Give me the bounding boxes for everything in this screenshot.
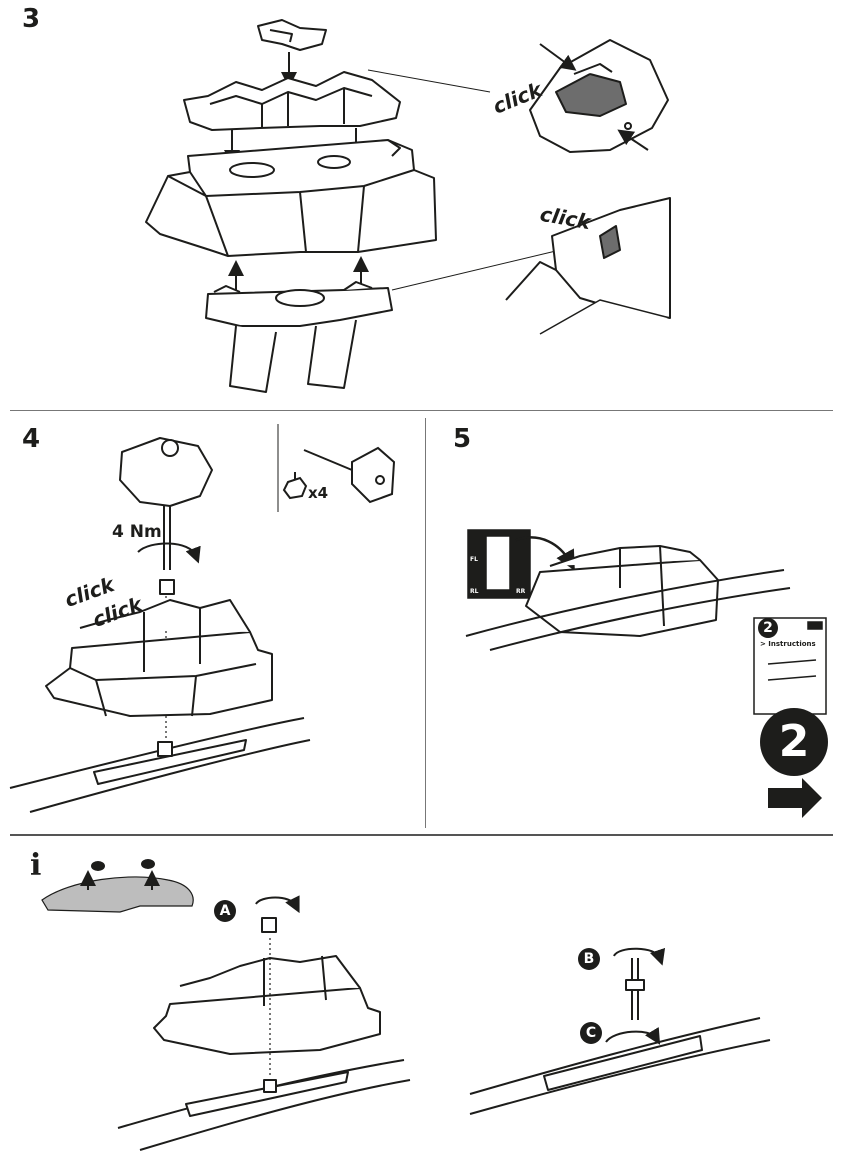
info-foot-on-rail (117, 895, 411, 1151)
foot-pad-part (205, 281, 393, 393)
step4-hex-key-icon (303, 446, 396, 504)
step5-fitkit-card (467, 529, 531, 599)
step-3-number: 3 (22, 4, 41, 34)
info-icon: i (30, 848, 42, 883)
step3-detail-top (529, 39, 669, 153)
callout-line-bottom (391, 249, 561, 291)
step4-torque-label: 4 Nm (112, 522, 162, 542)
divider-info-top (10, 834, 833, 836)
step5-reference-badge: 2 (760, 708, 828, 776)
foot-main-body (145, 139, 437, 257)
step5-foot-on-roof (465, 545, 791, 651)
upper-clamp-part (183, 71, 401, 131)
info-badge-a: A (214, 900, 236, 922)
step-5-number: 5 (453, 424, 472, 454)
info-roof-profile (41, 876, 194, 913)
step5-arrow (515, 536, 575, 571)
info-badge-b: B (578, 948, 600, 970)
step5-fitkit-label-fl: FL (470, 556, 478, 563)
step5-booklet-number: 2 (758, 618, 778, 638)
info-fixpoint-markers (80, 859, 160, 890)
lock-cylinder-part (257, 19, 327, 51)
step4-torque-tool (119, 437, 213, 742)
step5-booklet-title: > Instructions (760, 640, 816, 648)
info-rail-detail (469, 947, 771, 1115)
step-4-number: 4 (22, 424, 41, 454)
callout-line-top (367, 69, 491, 93)
step4-bolt-icon (282, 472, 308, 500)
step4-foot-on-rail (9, 599, 311, 813)
step5-fitkit-label-rr: RR (516, 588, 526, 595)
step5-fitkit-label-rl: RL (470, 588, 479, 595)
next-arrow-icon (768, 778, 822, 818)
divider-step4-step5 (425, 418, 426, 828)
step3-foot-exploded (145, 19, 561, 393)
step4-quantity-label: x4 (308, 484, 329, 502)
info-badge-c: C (580, 1022, 602, 1044)
step3-detail-bottom (505, 197, 671, 335)
arrow-press-top (539, 43, 577, 71)
divider-step3-bottom (10, 410, 833, 411)
arrow-press-bottom (617, 129, 649, 151)
